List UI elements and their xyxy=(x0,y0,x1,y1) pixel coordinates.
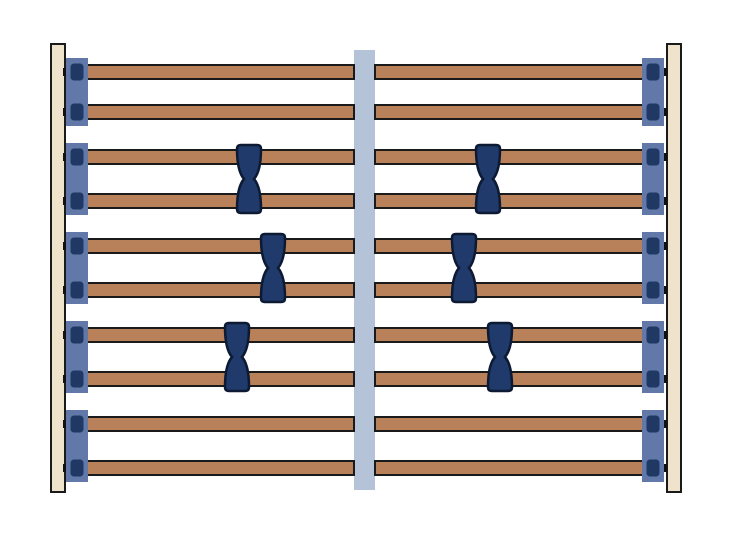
slat-tab xyxy=(63,375,66,383)
slat-tab xyxy=(664,153,667,161)
slat-tab xyxy=(664,68,667,76)
spine-joint xyxy=(358,370,371,388)
firmness-adjuster-right xyxy=(474,143,502,215)
slat-left xyxy=(85,238,355,254)
slat-left xyxy=(85,460,355,476)
slat-tab xyxy=(63,420,66,428)
firmness-adjusters xyxy=(223,143,514,393)
spine-joint xyxy=(358,103,371,121)
slat-tab xyxy=(63,108,66,116)
spine-joint xyxy=(358,63,371,81)
slat-cap xyxy=(70,281,84,299)
slat-right xyxy=(374,149,646,165)
slat-left xyxy=(85,282,355,298)
slat-holders xyxy=(63,58,667,482)
slat-cap xyxy=(646,415,660,433)
slat-cap xyxy=(70,370,84,388)
firmness-adjuster-left xyxy=(223,321,251,393)
slat-cap xyxy=(646,370,660,388)
slat-left xyxy=(85,416,355,432)
spine-joint xyxy=(358,326,371,344)
slat-tab xyxy=(63,286,66,294)
slat-tab xyxy=(63,242,66,250)
slat-cap xyxy=(646,103,660,121)
slat-cap xyxy=(70,103,84,121)
slat-right xyxy=(374,460,646,476)
slat-cap xyxy=(646,237,660,255)
slat-cap xyxy=(70,415,84,433)
firmness-adjuster-right xyxy=(450,232,478,304)
slat-right xyxy=(374,416,646,432)
slat-tab xyxy=(664,464,667,472)
slat-left xyxy=(85,104,355,120)
slat-left xyxy=(85,64,355,80)
spine-joint xyxy=(358,148,371,166)
slat-tab xyxy=(664,286,667,294)
slat-cap xyxy=(646,281,660,299)
slat-tab xyxy=(664,197,667,205)
slat-tab xyxy=(63,153,66,161)
left-rail xyxy=(50,43,66,493)
slat-cap xyxy=(70,459,84,477)
slat-cap xyxy=(646,192,660,210)
slat-left xyxy=(85,193,355,209)
slat-cap xyxy=(646,326,660,344)
slat-right xyxy=(374,64,646,80)
firmness-adjuster-left xyxy=(259,232,287,304)
slat-left xyxy=(85,327,355,343)
slat-tab xyxy=(63,197,66,205)
spine-joint xyxy=(358,281,371,299)
slat-right xyxy=(374,104,646,120)
slat-tab xyxy=(63,464,66,472)
slat-tab xyxy=(664,331,667,339)
firmness-adjuster-right xyxy=(486,321,514,393)
slat-cap xyxy=(646,148,660,166)
slat-tab xyxy=(63,68,66,76)
slat-tab xyxy=(664,242,667,250)
spine-joint xyxy=(358,459,371,477)
slat-tab xyxy=(664,420,667,428)
spine-joint xyxy=(358,237,371,255)
slat-tab xyxy=(664,108,667,116)
spine-joint xyxy=(358,415,371,433)
slat-right xyxy=(374,193,646,209)
slat-tab xyxy=(63,331,66,339)
firmness-adjuster-left xyxy=(235,143,263,215)
slat-tab xyxy=(664,375,667,383)
slat-cap xyxy=(70,237,84,255)
slat-cap xyxy=(70,63,84,81)
slat-left xyxy=(85,149,355,165)
side-rails xyxy=(50,43,682,493)
right-rail xyxy=(666,43,682,493)
slat-cap xyxy=(70,326,84,344)
slat-right xyxy=(374,282,646,298)
slat-left xyxy=(85,371,355,387)
center-spine xyxy=(354,50,375,490)
slat-cap xyxy=(70,148,84,166)
spine-joint xyxy=(358,192,371,210)
slat-cap xyxy=(70,192,84,210)
slat-right xyxy=(374,238,646,254)
slat-cap xyxy=(646,63,660,81)
slat-cap xyxy=(646,459,660,477)
